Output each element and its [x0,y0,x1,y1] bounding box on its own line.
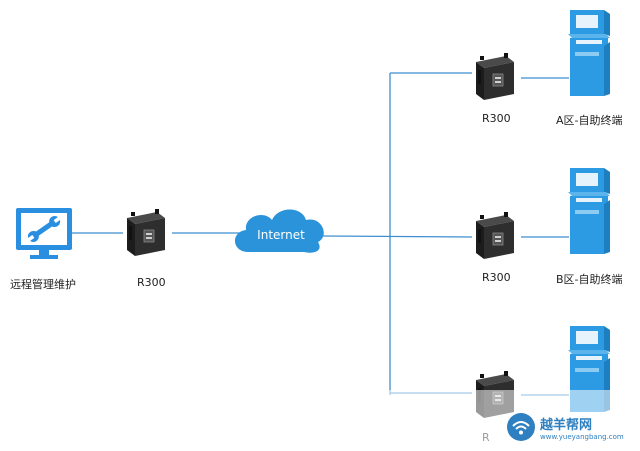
kiosk-a-label: A区-自助终端 [556,114,623,127]
router-b-icon [475,211,515,260]
wifi-logo-icon [507,413,535,441]
cloud-icon [234,209,324,253]
monitor-label: 远程管理维护 [10,278,76,291]
monitor-wrench-icon [16,208,72,259]
cloud-label: Internet [257,228,305,242]
router-a-icon [475,52,515,101]
link-cloud-router-b [321,235,473,238]
router-a-label: R300 [482,112,511,125]
kiosk-b-icon [568,168,610,254]
watermark-url: www.yueyangbang.com [540,433,624,441]
router-b-label: R300 [482,271,511,284]
router-left-icon [126,208,166,257]
router-left-label: R300 [137,276,166,289]
watermark-name: 越羊帮网 [540,418,593,433]
kiosk-b-label: B区-自助终端 [556,273,623,286]
watermark: 越羊帮网 www.yueyangbang.com [388,390,640,451]
kiosk-a-icon [568,10,610,96]
